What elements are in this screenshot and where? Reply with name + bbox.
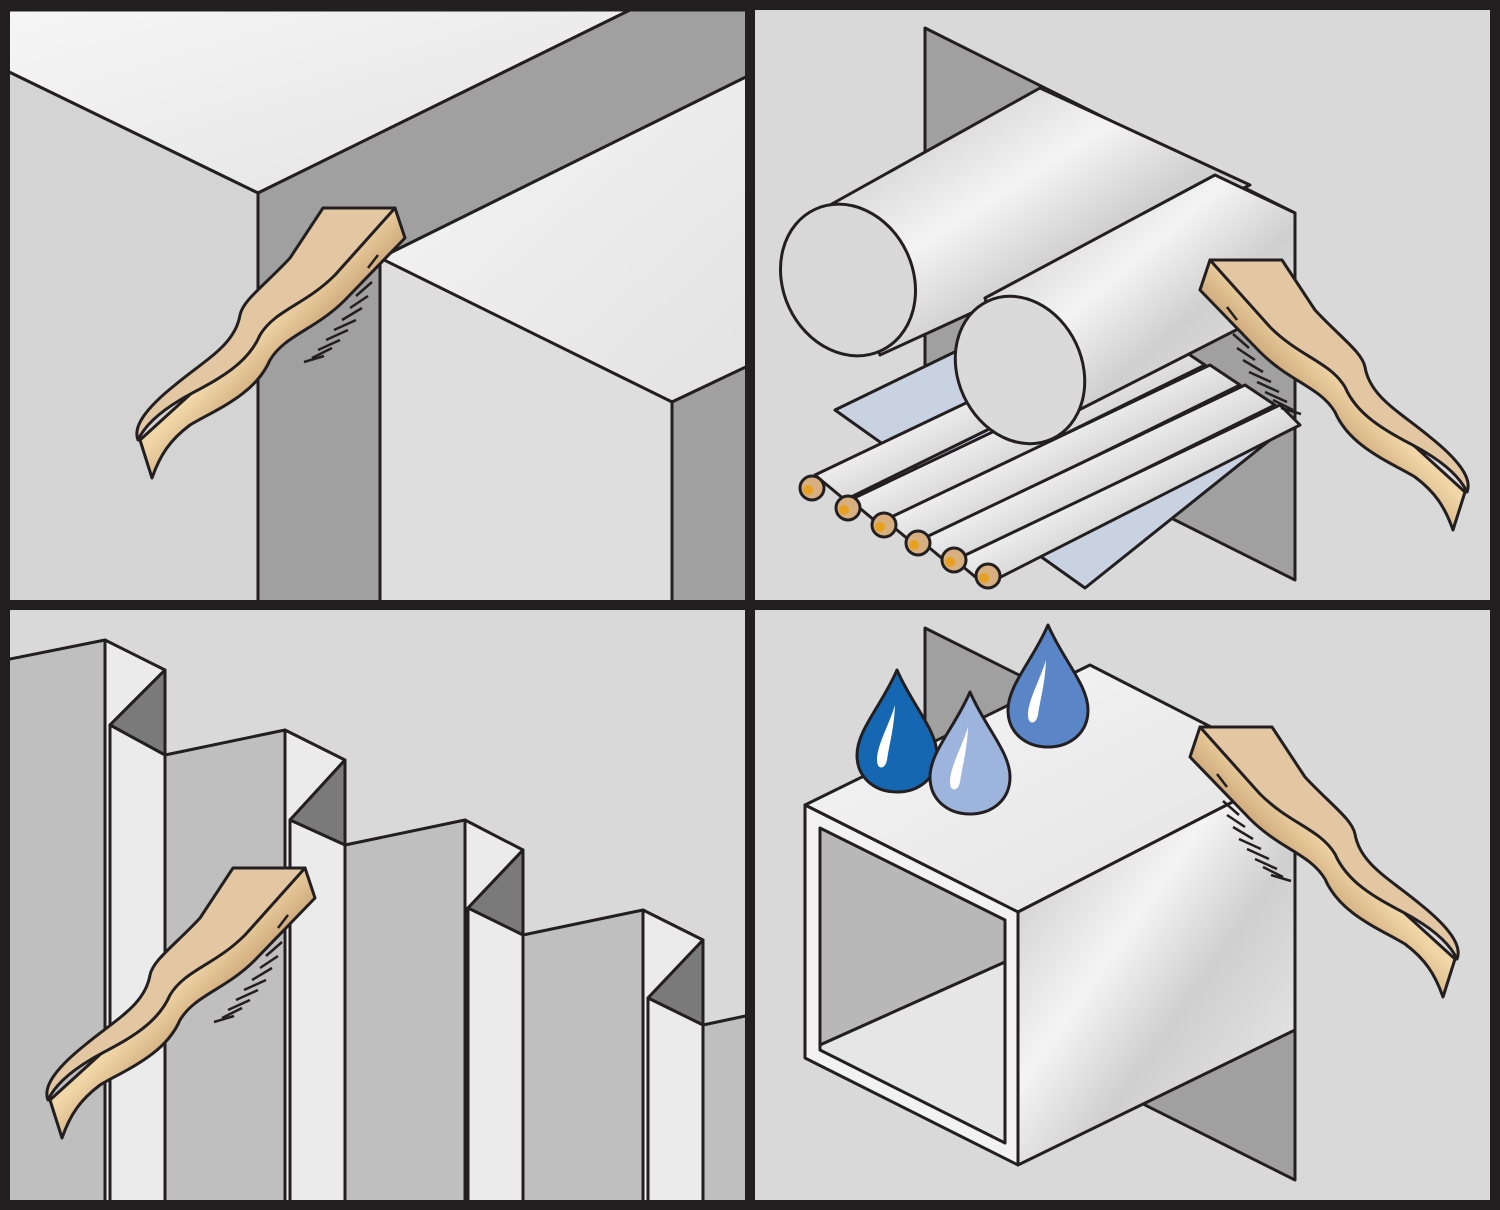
panel-square-duct-moisture xyxy=(755,610,1490,1200)
horizontal-divider xyxy=(0,600,1500,610)
panel-corrugated-sheet xyxy=(10,610,745,1200)
panel-pipes-through-wall xyxy=(755,10,1490,600)
panel-wall-corner xyxy=(10,10,745,600)
